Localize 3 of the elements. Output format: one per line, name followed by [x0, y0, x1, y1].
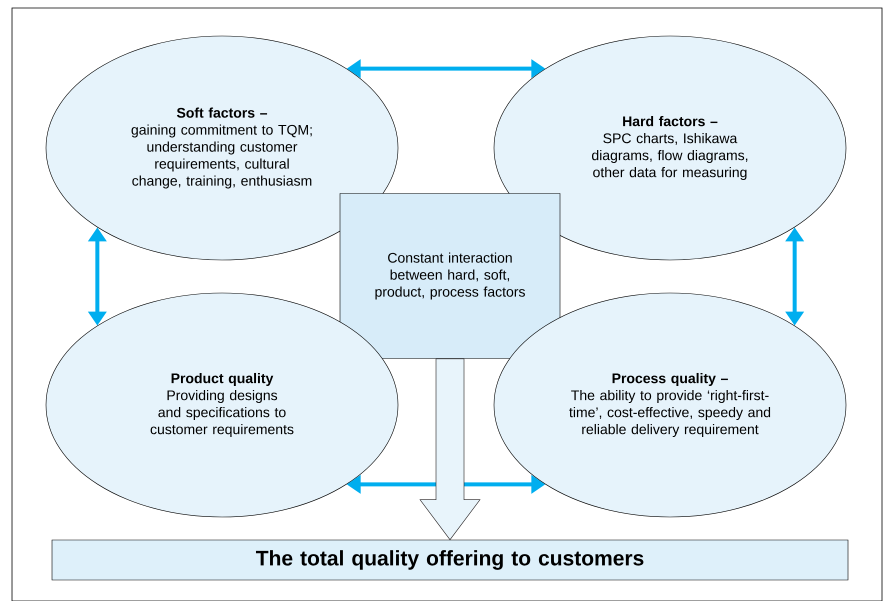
block-arrow	[419, 358, 481, 540]
result-bar: The total quality offering to customers	[52, 540, 848, 580]
process-box: Constant interaction between hard, soft, product, process factors	[340, 193, 560, 359]
